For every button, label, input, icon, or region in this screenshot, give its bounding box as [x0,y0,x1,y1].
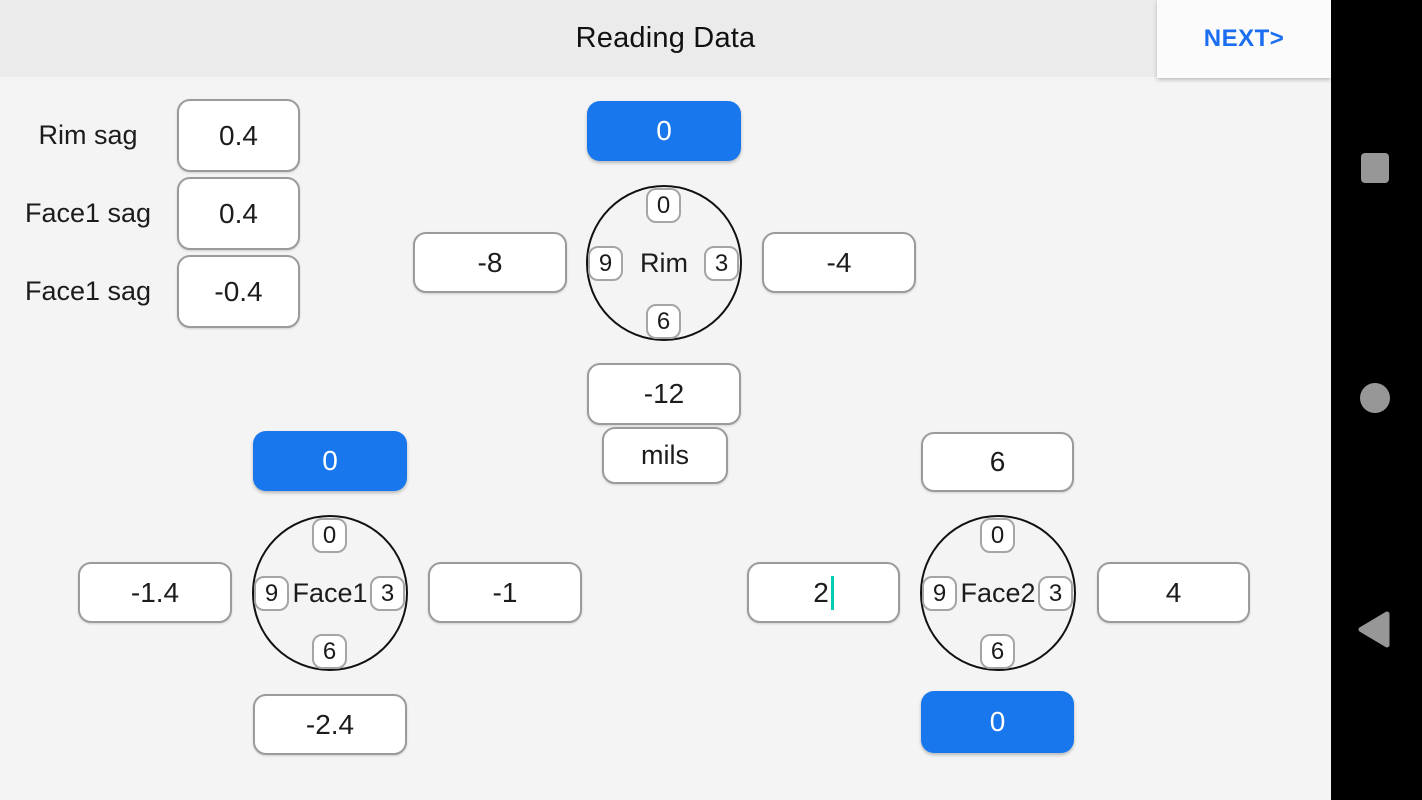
rim-clock-6-button[interactable]: 6 [646,304,681,339]
face2-clock-6-button[interactable]: 6 [980,634,1015,669]
face1-dial-label: Face1 [292,577,368,608]
rim-clock-3-button[interactable]: 3 [704,246,739,281]
rim-3-oclock-input[interactable]: -4 [762,232,916,293]
face2-dial-circle [920,515,1076,671]
face2-dial-label: Face2 [960,577,1036,608]
face1-3-oclock-input[interactable]: -1 [428,562,582,623]
rim-sag-input[interactable]: 0.4 [177,99,300,172]
rim-9-oclock-input[interactable]: -8 [413,232,567,293]
face1-sag-input[interactable]: 0.4 [177,177,300,250]
header-bar: Reading Data [0,0,1331,77]
face1-clock-9-button[interactable]: 9 [254,576,289,611]
rim-6-oclock-input[interactable]: -12 [587,363,741,425]
face2-clock-9-button[interactable]: 9 [922,576,957,611]
face2-3-oclock-input[interactable]: 4 [1097,562,1250,623]
recents-icon[interactable] [1361,153,1389,183]
back-icon[interactable] [1357,611,1390,648]
rim-sag-label: Rim sag [38,120,138,150]
rim-clock-0-button[interactable]: 0 [646,188,681,223]
rim-zero-button[interactable]: 0 [587,101,741,161]
face1-sag-input-2[interactable]: -0.4 [177,255,300,328]
face1-sag-label: Face1 sag [24,198,152,228]
page-title: Reading Data [575,22,756,54]
home-icon[interactable] [1360,383,1390,413]
units-button[interactable]: mils [602,427,728,484]
text-cursor [830,575,834,610]
rim-clock-9-button[interactable]: 9 [588,246,623,281]
face1-sag-label-2: Face1 sag [24,276,152,306]
face1-6-oclock-input[interactable]: -2.4 [253,694,407,755]
face1-9-oclock-input[interactable]: -1.4 [78,562,232,623]
face2-clock-0-button[interactable]: 0 [980,518,1015,553]
face1-clock-0-button[interactable]: 0 [312,518,347,553]
rim-dial-label: Rim [640,247,688,278]
face1-clock-3-button[interactable]: 3 [370,576,405,611]
rim-dial-circle [586,185,742,341]
next-button[interactable]: NEXT> [1157,0,1331,78]
face2-clock-3-button[interactable]: 3 [1038,576,1073,611]
face1-dial-circle [252,515,408,671]
face2-9-oclock-value: 2 [813,576,829,608]
face2-zero-button[interactable]: 0 [921,691,1074,753]
face1-clock-6-button[interactable]: 6 [312,634,347,669]
face2-9-oclock-input[interactable]: 2 [747,562,900,623]
face2-0-oclock-input[interactable]: 6 [921,432,1074,492]
face1-zero-button[interactable]: 0 [253,431,407,491]
android-navbar [1331,0,1422,800]
